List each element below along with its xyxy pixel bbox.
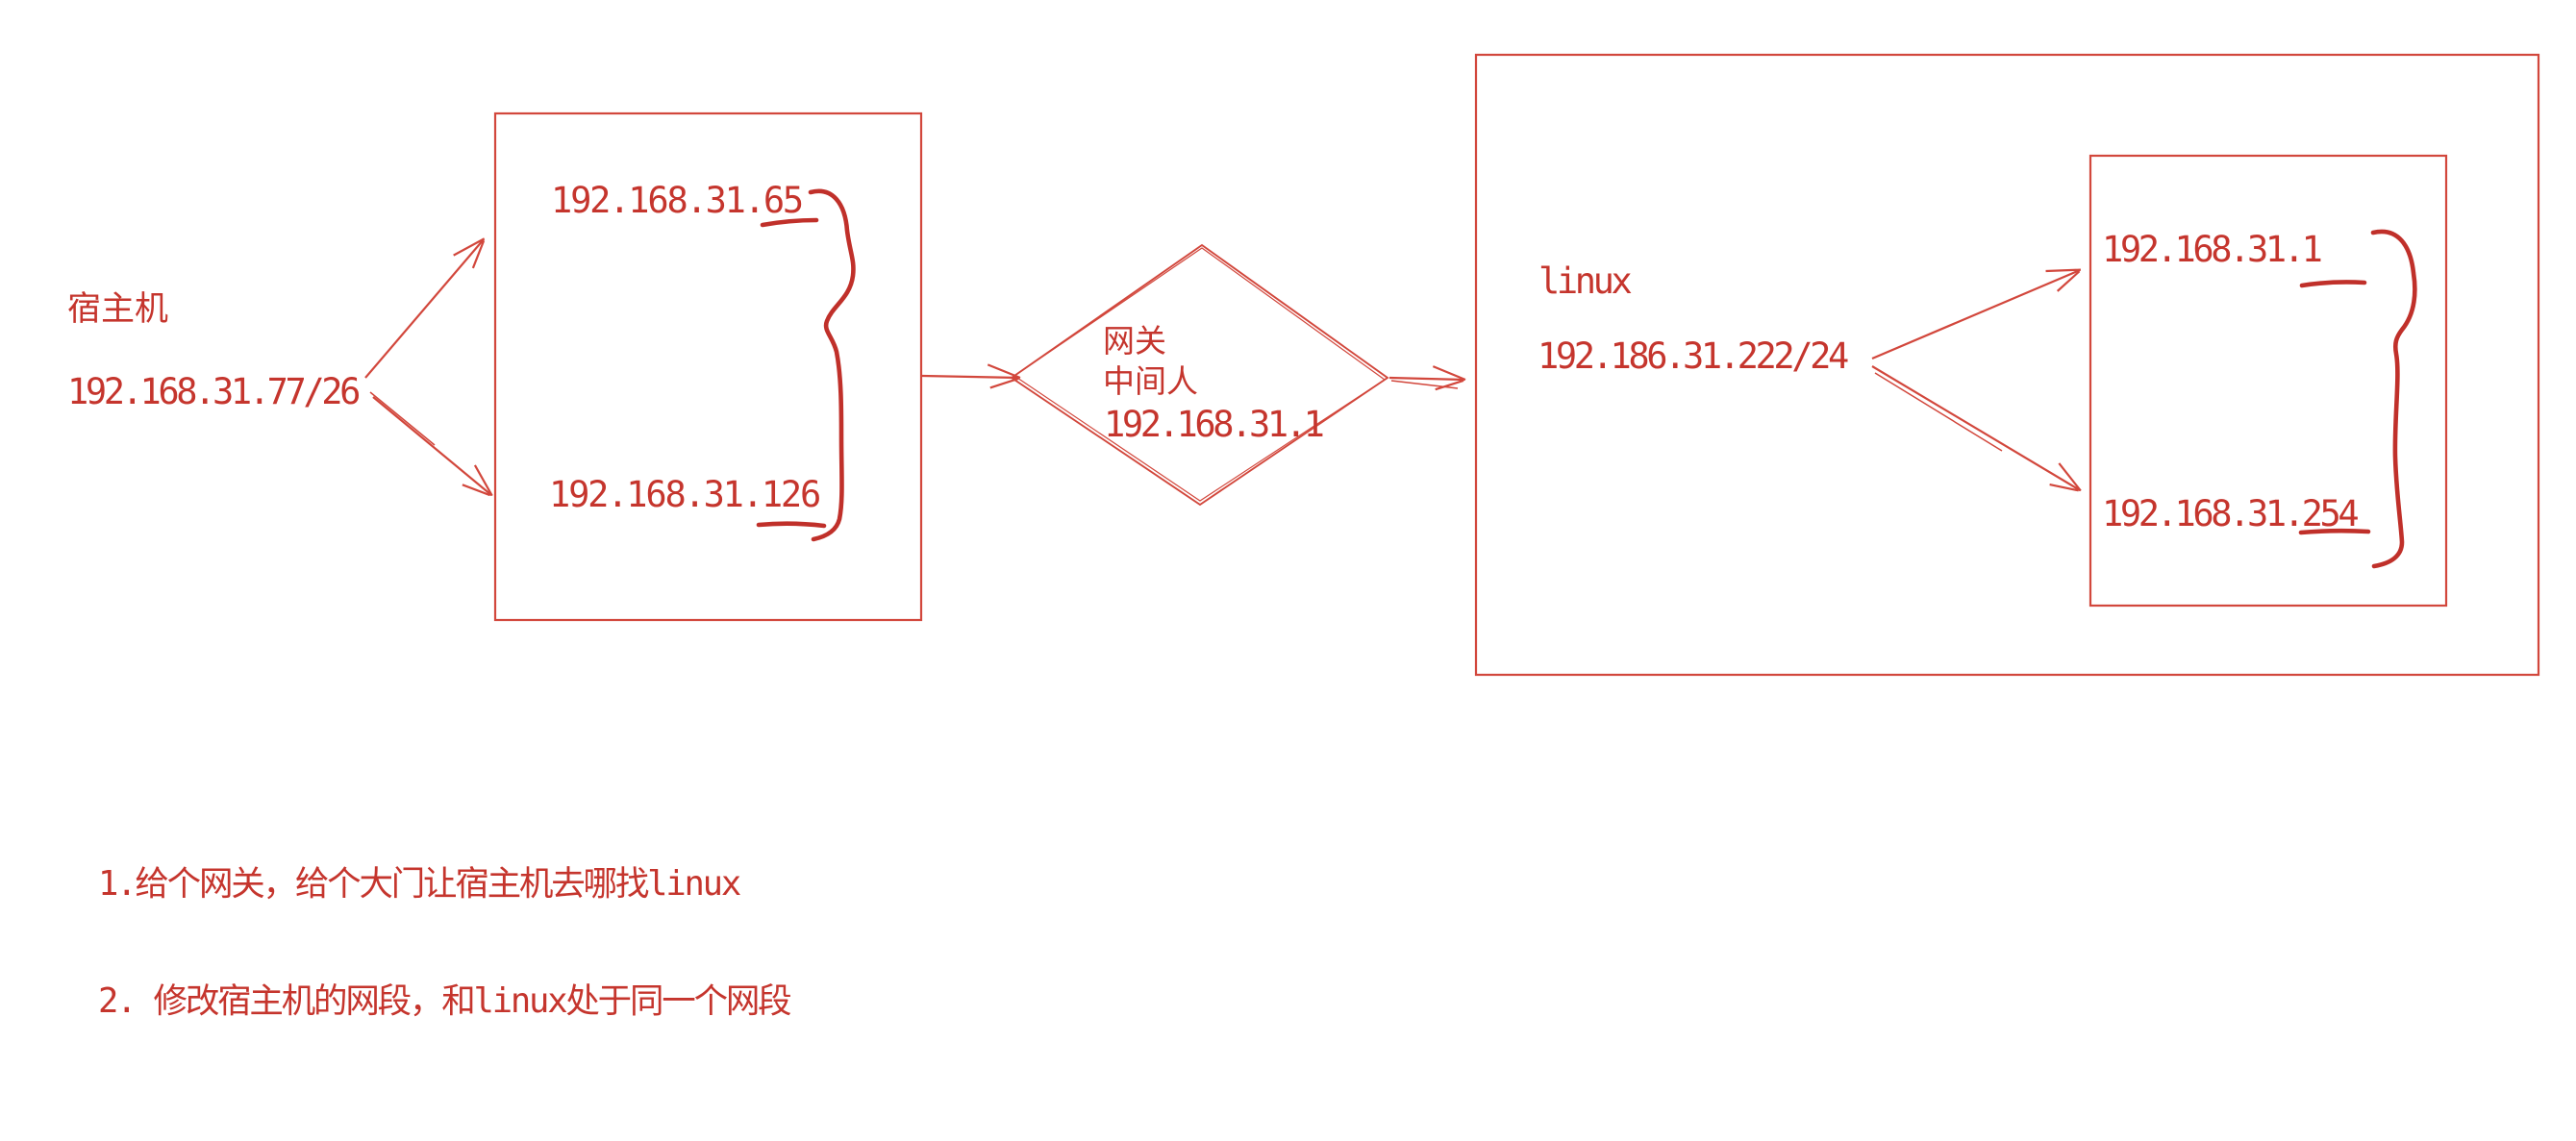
gateway-label-line1: 网关 [1103,322,1166,360]
arrow-subnet-to-gateway [921,363,1021,389]
arrow-linux-to-inner-bottom [1871,365,2082,492]
arrow-gateway-to-linux-pass2 [1390,380,1459,389]
linux-box-outline [1474,53,2540,677]
inner-ip-top: 192.168.31.1 [2102,229,2323,270]
note-2: 2. 修改宿主机的网段，和linux处于同一个网段 [98,981,792,1021]
arrow-host-to-subnet-bottom-pass2 [369,391,436,446]
gateway-diamond-outline [1010,243,1389,507]
gateway-ip: 192.168.31.1 [1104,404,1325,445]
underline-subnet-ip-bottom [756,521,827,529]
subnet-ip-top: 192.168.31.65 [551,180,804,221]
linux-ip: 192.186.31.222/24 [1538,335,1849,377]
inner-box-outline [2088,154,2448,608]
underline-inner-ip-top [2299,280,2367,288]
arrow-host-to-subnet-bottom [372,396,493,497]
arrow-linux-to-inner-top [1871,268,2081,360]
brace-inner-range [2370,229,2417,569]
host-label: 宿主机 [67,290,169,329]
linux-label: linux [1538,260,1633,302]
gateway-diamond-outline-pass2 [1013,247,1387,502]
brace-subnet-range [808,188,856,542]
subnet-box-outline [493,112,923,622]
host-ip: 192.168.31.77/26 [67,371,361,412]
arrow-linux-to-inner-bottom-pass2 [1874,372,2003,452]
gateway-label-line2: 中间人 [1103,362,1198,400]
underline-inner-ip-bottom [2298,528,2371,535]
arrow-host-to-subnet-top [364,237,486,379]
inner-ip-bottom: 192.168.31.254 [2102,493,2360,534]
underline-subnet-ip-top [760,217,819,228]
subnet-ip-bottom: 192.168.31.126 [549,474,821,515]
arrow-gateway-to-linux [1388,365,1466,391]
note-1: 1.给个网关，给个大门让宿主机去哪找linux [98,864,741,904]
